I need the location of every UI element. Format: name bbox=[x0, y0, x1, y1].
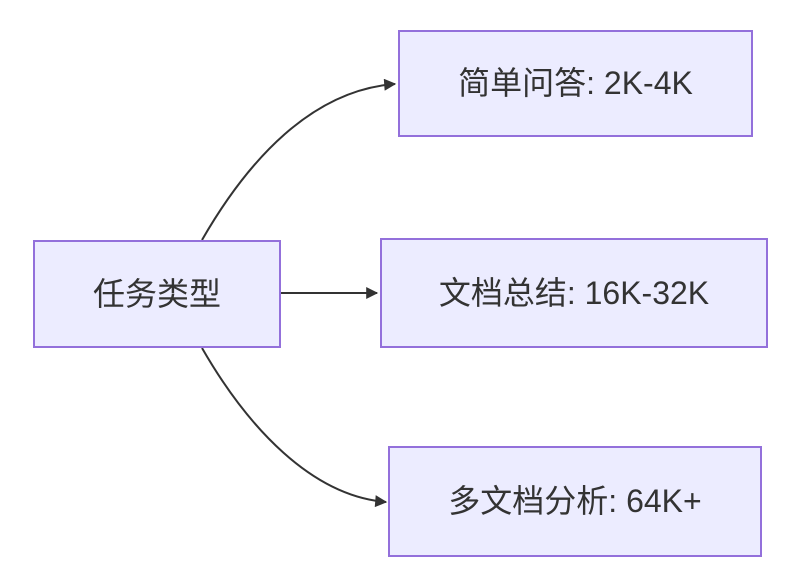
node-simple-qa: 简单问答: 2K-4K bbox=[398, 30, 753, 137]
edge-root-to-simple-qa bbox=[201, 78, 397, 241]
node-doc-summary: 文档总结: 16K-32K bbox=[380, 238, 768, 348]
node-task-type-label: 任务类型 bbox=[92, 275, 221, 312]
node-simple-qa-label: 简单问答: 2K-4K bbox=[458, 65, 693, 102]
node-multi-doc-analysis: 多文档分析: 64K+ bbox=[388, 446, 762, 557]
node-doc-summary-label: 文档总结: 16K-32K bbox=[438, 274, 710, 311]
node-multi-doc-analysis-label: 多文档分析: 64K+ bbox=[448, 483, 702, 520]
node-task-type: 任务类型 bbox=[33, 240, 281, 348]
edge-root-to-multi-doc bbox=[201, 347, 388, 508]
